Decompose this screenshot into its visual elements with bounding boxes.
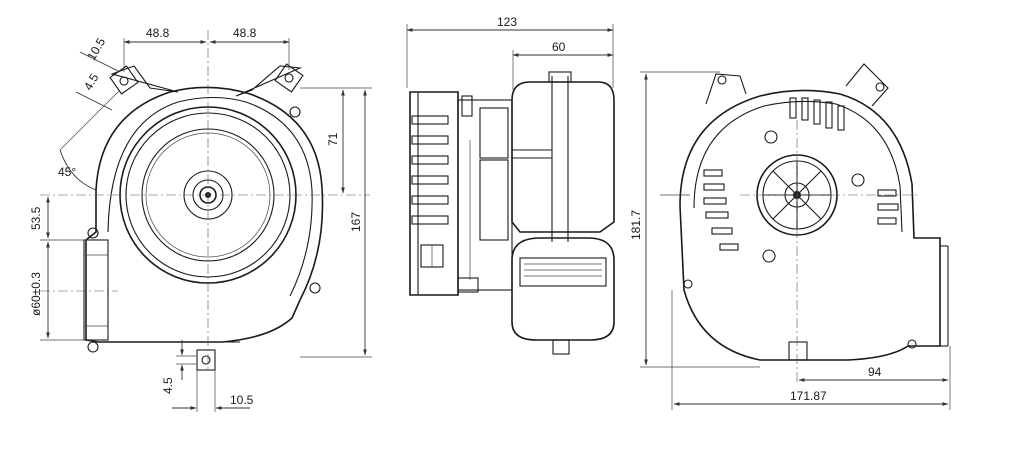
dim-upper-height: 71 — [326, 132, 340, 146]
rear-left-ear — [705, 73, 747, 105]
dim-left-bolt: 48.8 — [146, 26, 170, 40]
front-housing-outline — [85, 86, 324, 343]
dim-bottom-hole: 4.5 — [161, 377, 175, 394]
rear-view: 181.7 94 171.87 — [629, 63, 951, 410]
dim-bottom-ear: 10.5 — [230, 393, 254, 407]
dim-outlet-offset: 53.5 — [29, 206, 43, 230]
front-screw-r — [309, 282, 321, 294]
rear-screw-top — [764, 130, 778, 144]
rear-bottom-tab — [788, 341, 808, 361]
dim-right-bolt: 48.8 — [233, 26, 257, 40]
front-right-ear — [235, 65, 303, 97]
front-view: 48.8 48.8 10.5 4.5 45° 53.5 ø60±0.3 71 1… — [29, 26, 372, 412]
front-left-ear — [110, 65, 179, 93]
front-screw-tr — [289, 106, 301, 118]
dim-total-height: 167 — [349, 212, 363, 232]
rear-screw-right — [851, 173, 865, 187]
front-screw-bl — [87, 341, 99, 353]
side-view: 123 60 — [406, 15, 615, 355]
rear-right-ear — [845, 63, 889, 107]
side-cooling-fins — [411, 115, 449, 225]
side-outlet — [511, 237, 615, 341]
front-outlet-duct — [83, 239, 109, 341]
front-screw-l — [87, 227, 99, 239]
dim-angle: 45° — [58, 165, 76, 179]
rear-screw-bottom — [762, 249, 776, 263]
dim-outlet-length: 94 — [868, 365, 882, 379]
dim-overall-depth: 123 — [497, 15, 517, 29]
rear-vent-slots — [703, 97, 899, 251]
dim-ear-hole: 4.5 — [81, 71, 102, 93]
dim-housing-depth: 60 — [552, 40, 566, 54]
dim-outlet-diameter: ø60±0.3 — [29, 272, 43, 316]
dim-ear-width: 10.5 — [84, 35, 108, 63]
rear-housing — [679, 89, 941, 361]
front-bottom-ear — [196, 349, 216, 371]
side-housing — [511, 81, 615, 233]
side-motor-cap — [409, 91, 459, 296]
dim-rear-width: 171.87 — [790, 389, 827, 403]
dim-rear-height: 181.7 — [629, 210, 643, 240]
